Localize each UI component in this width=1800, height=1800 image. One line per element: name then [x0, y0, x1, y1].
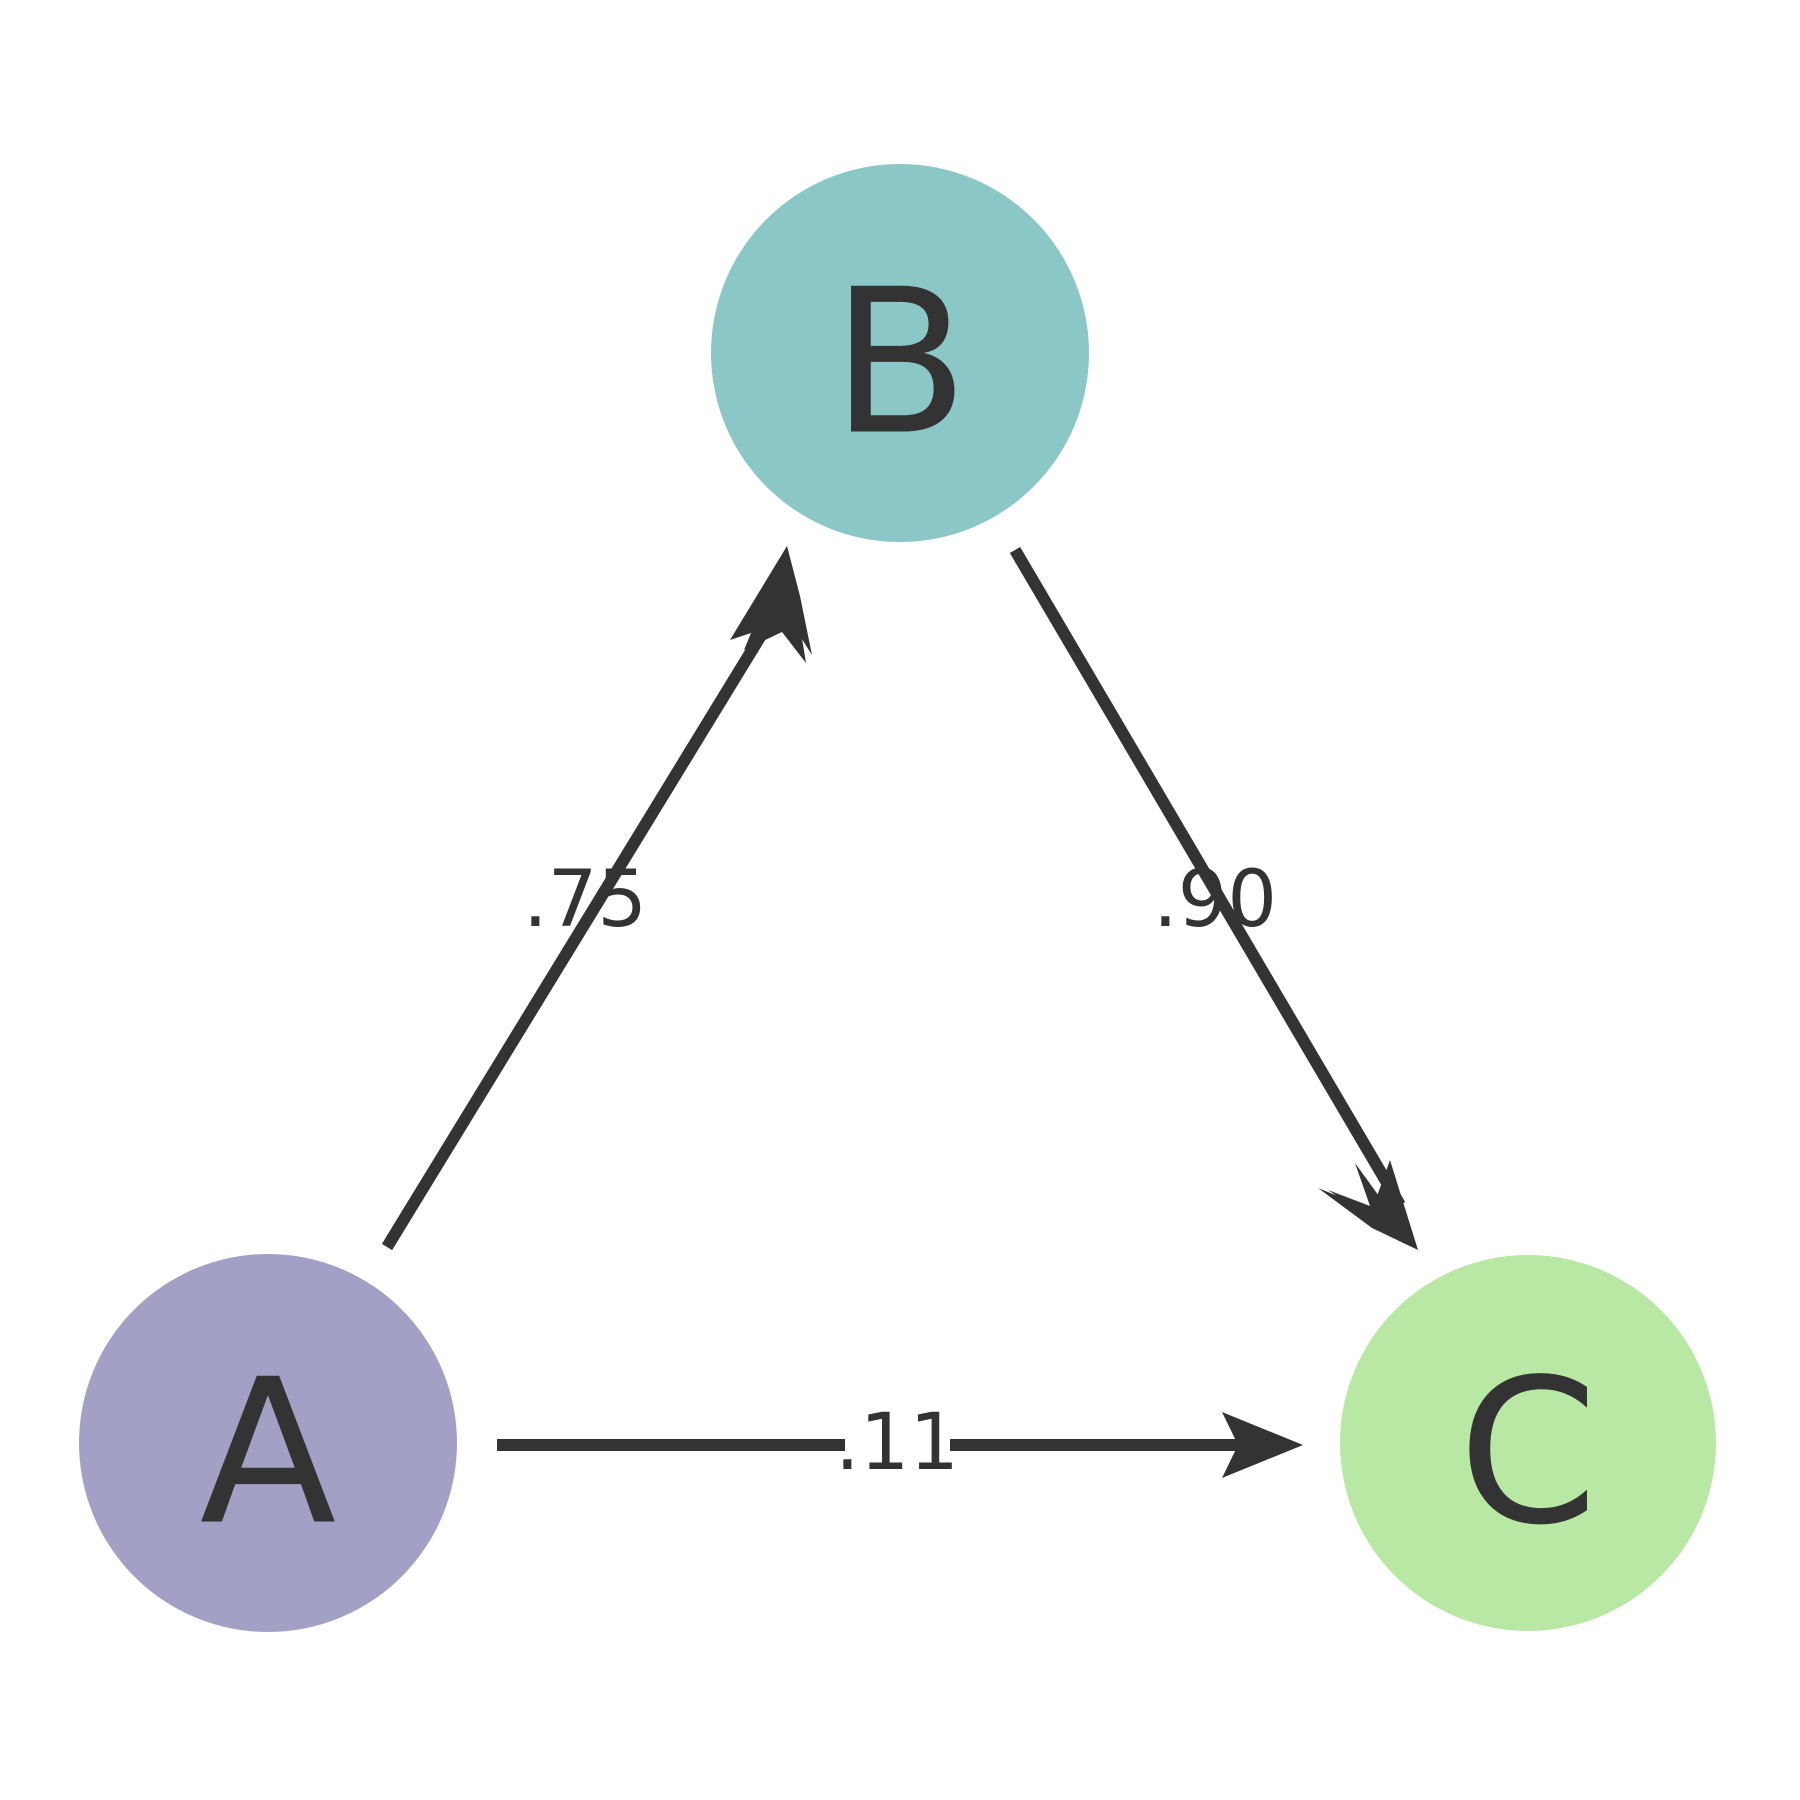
edge-b-to-c-label: .90: [1153, 855, 1277, 945]
node-c-circle: [1340, 1255, 1716, 1631]
edge-a-to-b[interactable]: .75: [381, 546, 812, 1251]
edge-b-to-c-line: [1009, 546, 1406, 1209]
edge-a-to-c-arrowhead: [1222, 1412, 1303, 1478]
edge-b-to-c[interactable]: .90: [1009, 546, 1418, 1250]
edge-a-to-c[interactable]: .11: [497, 1398, 1303, 1488]
node-a-circle: [79, 1254, 457, 1632]
node-a[interactable]: A: [79, 1254, 457, 1632]
edge-a-to-c-label: .11: [835, 1398, 959, 1488]
node-c[interactable]: C: [1340, 1255, 1716, 1631]
node-c-label: C: [1458, 1337, 1598, 1570]
node-b[interactable]: B: [711, 164, 1089, 542]
edge-a-to-b-label: .75: [523, 855, 647, 945]
node-b-circle: [711, 164, 1089, 542]
edge-a-to-b-line: [381, 584, 796, 1251]
edge-b-to-c-arrowhead-fill: [1318, 1160, 1418, 1250]
node-a-label: A: [200, 1337, 337, 1570]
node-b-label: B: [831, 247, 968, 480]
edge-a-to-b-arrowhead-fill: [730, 546, 812, 655]
